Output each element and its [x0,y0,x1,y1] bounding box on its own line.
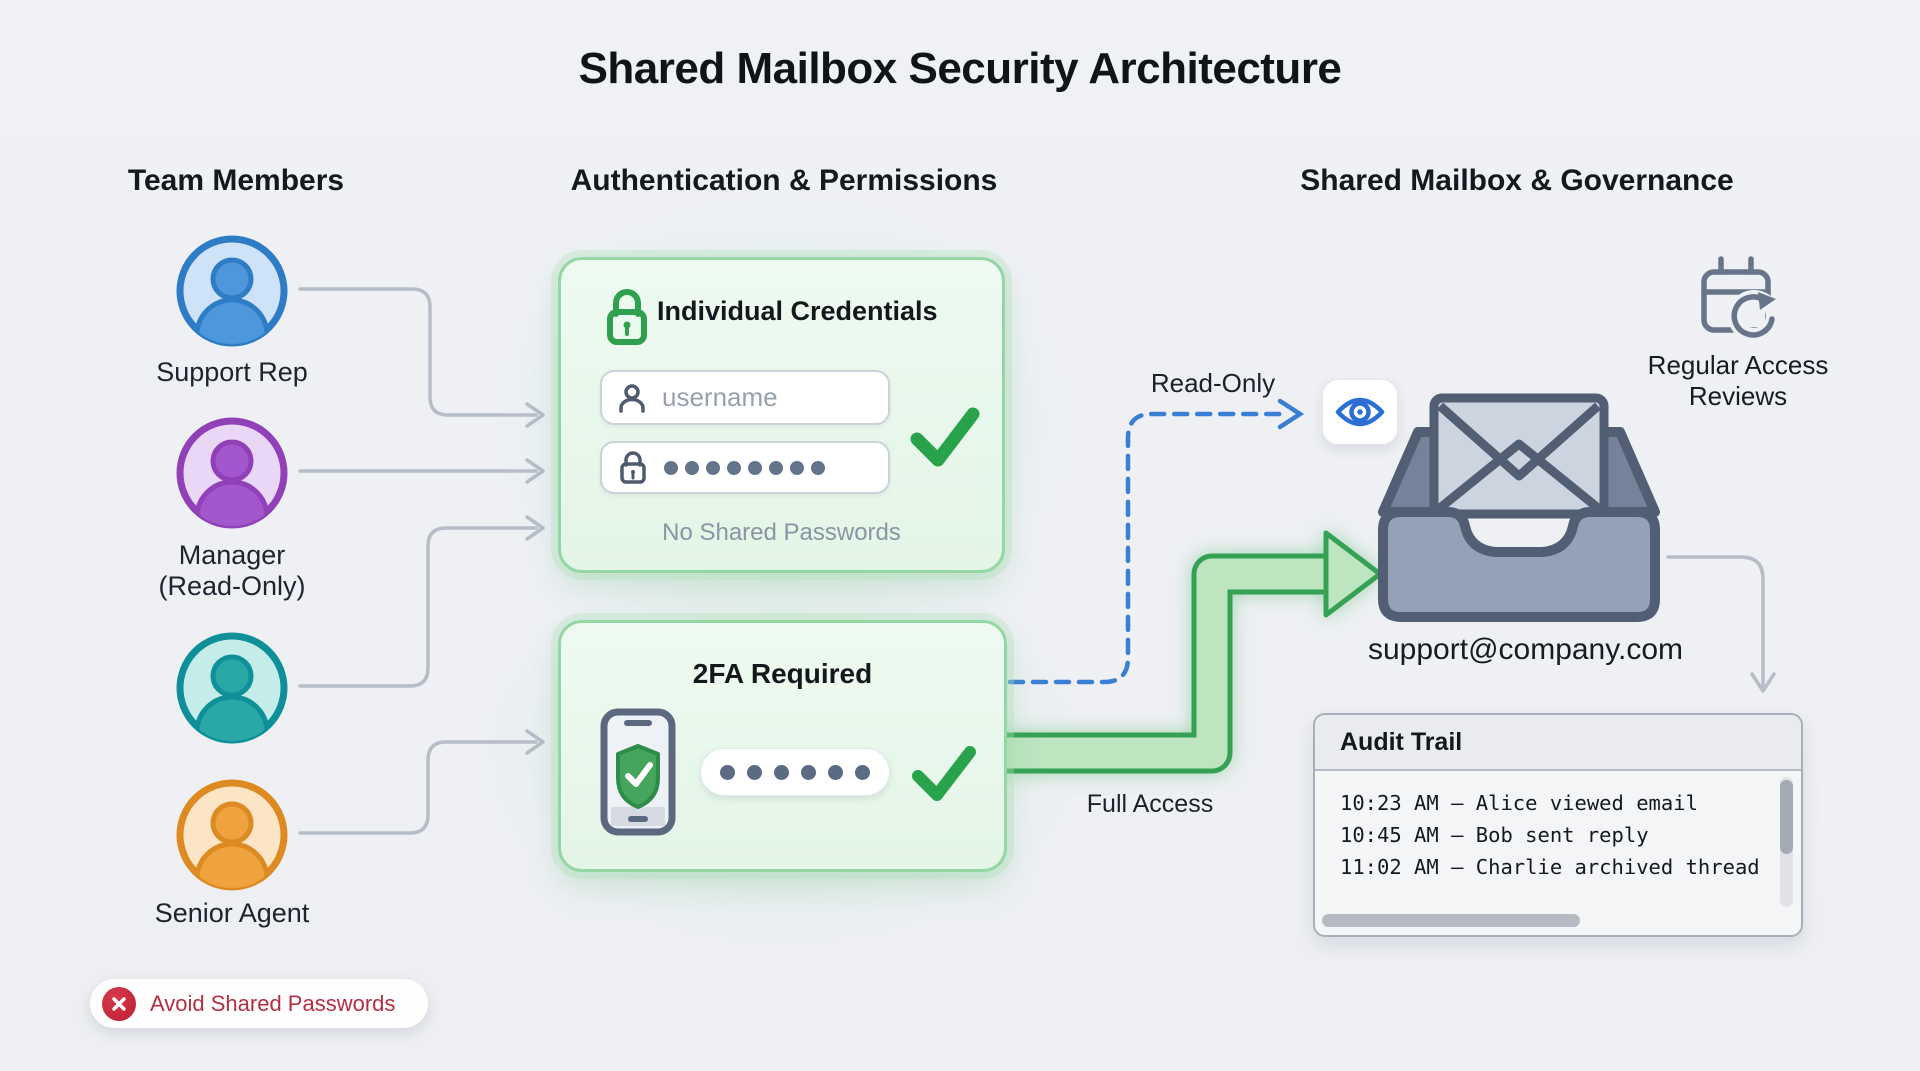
arrowhead [525,729,545,755]
password-dot [801,764,816,780]
arrowhead [525,402,545,428]
avatar-label-support-rep: Support Rep [156,357,308,387]
lock-icon [620,450,646,484]
tfa-required-box: 2FA Required [558,620,1007,872]
arrowhead [525,515,545,541]
avatar-support-rep [176,235,288,347]
arrowhead [525,458,545,484]
box-title-individual-credentials: Individual Credentials [657,296,938,326]
audit-trail-title: Audit Trail [1315,715,1801,771]
checkmark-icon [910,407,980,467]
arrowhead-down [1750,672,1776,693]
x-circle-icon [102,986,136,1021]
audit-trail-log: 10:23 AM – Alice viewed email 10:45 AM –… [1315,771,1801,883]
password-dot [720,764,735,780]
password-dot [664,460,678,475]
full-access-label: Full Access [1086,790,1214,818]
mailbox-address: support@company.com [1368,633,1684,666]
no-shared-passwords-note: No Shared Passwords [662,519,901,546]
envelope-icon [1429,393,1609,519]
password-dot [706,460,720,475]
password-mask-dots [664,460,825,475]
password-dot [855,764,870,780]
password-dot [748,460,762,475]
audit-entry: 10:45 AM – Bob sent reply [1340,823,1649,847]
dashed-arrowhead [1277,398,1305,430]
password-dot [769,460,783,475]
box-title-2fa-required: 2FA Required [692,658,873,689]
avatar-senior-agent [176,779,288,891]
password-dot [685,460,699,475]
otp-code-field [700,748,890,796]
column-header-governance: Shared Mailbox & Governance [1300,164,1734,197]
audit-trail-panel: Audit Trail 10:23 AM – Alice viewed emai… [1313,713,1803,937]
page-title: Shared Mailbox Security Architecture [578,44,1342,93]
avatar-team-member [176,632,288,744]
audit-entry: 10:23 AM – Alice viewed email [1340,791,1698,815]
inbox-mailbox-icon [1378,393,1660,622]
connector-member3 [298,526,538,688]
user-icon [619,383,645,413]
column-header-team-members: Team Members [127,164,345,197]
password-dot [790,460,804,475]
avatar-label-senior-agent: Senior Agent [154,898,310,928]
password-dot [828,764,843,780]
read-only-eye-card [1322,379,1398,445]
calendar-refresh-icon [1701,256,1780,342]
user-avatar-icon [176,632,288,744]
individual-credentials-box: Individual Credentials username No Share… [558,257,1005,573]
password-dot [727,460,741,475]
user-avatar-icon [176,417,288,529]
password-dot [747,764,762,780]
audit-entry: 11:02 AM – Charlie archived thread [1340,855,1760,879]
avatar-label-manager: Manager [178,540,286,570]
read-only-label: Read-Only [1150,368,1276,398]
warning-text: Avoid Shared Passwords [150,990,396,1016]
vertical-scrollbar-thumb [1780,780,1793,854]
otp-code-dots [720,764,870,780]
horizontal-scrollbar-thumb [1322,914,1580,927]
column-header-authentication: Authentication & Permissions [570,164,998,197]
eye-icon [1335,397,1385,427]
lock-icon [607,289,647,345]
phone-2fa-icon [600,708,676,836]
avatar-manager [176,417,288,529]
user-avatar-icon [176,235,288,347]
connector-senior-agent [298,740,538,835]
username-field: username [600,370,890,425]
username-placeholder: username [662,382,778,412]
regular-access-reviews-label: Regular Access Reviews [1598,350,1878,412]
reviews-line1: Regular Access [1647,350,1829,380]
password-field [600,441,890,494]
connector-support-rep [298,287,538,417]
avatar-sublabel-read-only: (Read-Only) [158,571,306,601]
password-dot [774,764,789,780]
dashed-read-only-path [1007,411,1291,685]
connector-mailbox-audit [1666,555,1765,688]
reviews-line2: Reviews [1688,381,1788,411]
checkmark-icon [912,746,976,801]
password-dot [811,460,825,475]
avoid-shared-passwords-badge: Avoid Shared Passwords [90,979,428,1028]
full-access-arrow [1002,530,1383,774]
user-avatar-icon [176,779,288,891]
